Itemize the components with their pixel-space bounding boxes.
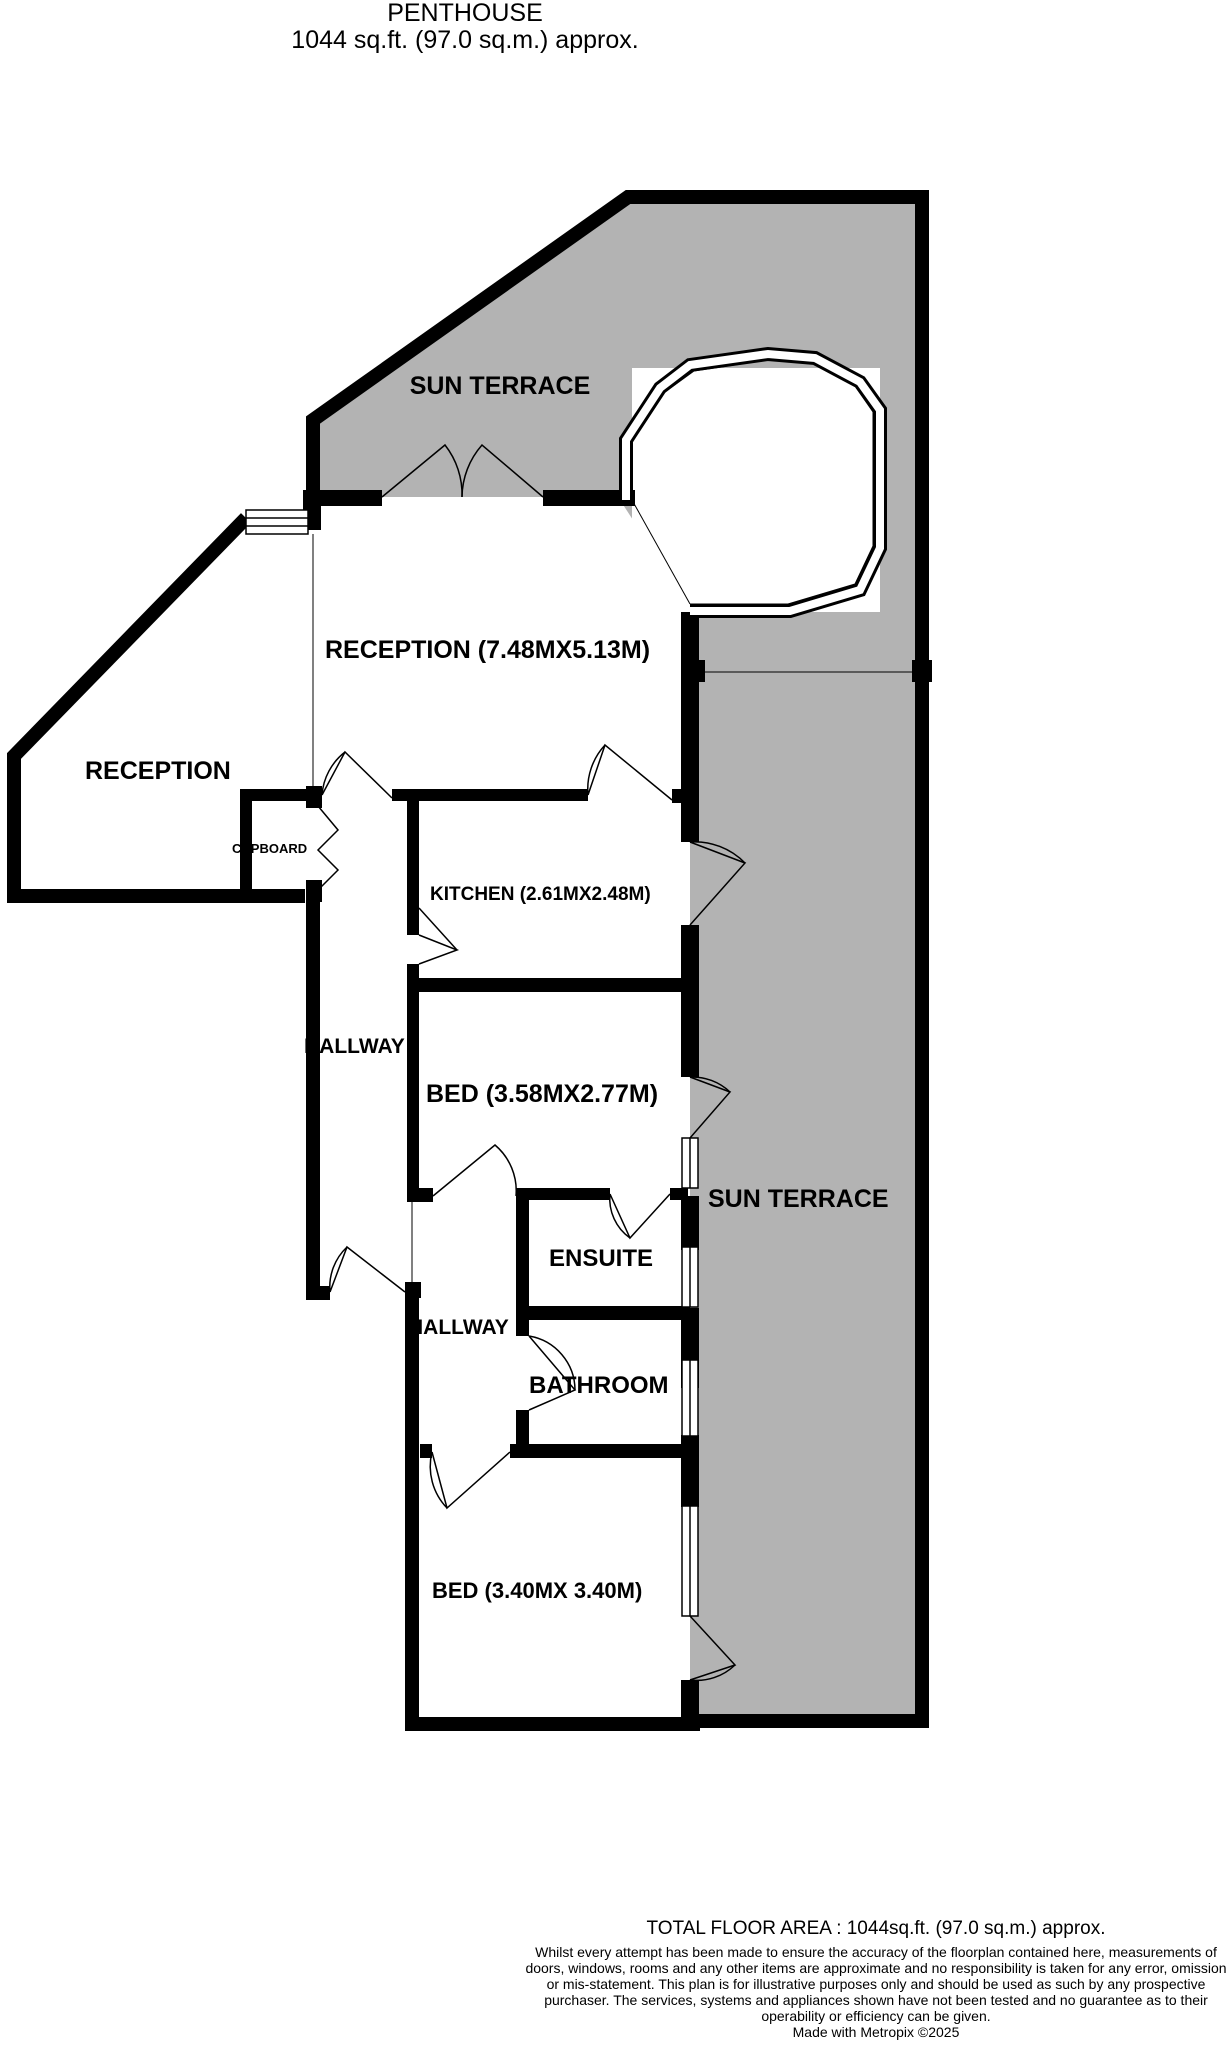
bed1-post [407,1188,433,1202]
made-with-credit: Made with Metropix ©2025 [792,2024,960,2040]
cupboard-west-wall [240,789,252,901]
outer-walls [7,190,929,1731]
east-wall-f [681,1680,699,1724]
total-floor-area: TOTAL FLOOR AREA : 1044sq.ft. (97.0 sq.m… [646,1918,1106,1939]
floor-name: PENTHOUSE [387,0,543,27]
kitchen-west-post [407,964,419,982]
kitchen-door-post [672,789,692,803]
label-bed-2: BED (3.40MX 3.40M) [432,1578,642,1603]
ensuite-door [609,1193,671,1240]
terrace-east-post [912,660,932,682]
hallway-east-post [306,1286,330,1300]
glazed-pavilion [619,346,912,673]
east-wall-post [681,660,705,682]
south-bed-wall [405,1290,700,1731]
cupboard-top-wall [240,789,318,801]
bed2-west-post [420,1444,432,1458]
label-kitchen: KITCHEN (2.61MX2.48M) [430,884,651,905]
label-sun-terrace-top: SUN TERRACE [410,372,591,400]
bathroom-west-post [516,1410,529,1450]
hallway-door [321,750,393,799]
cupboard-door-post [306,786,322,808]
terrace-boundary-wall [306,190,929,1728]
floor-area: 1044 sq.ft. (97.0 sq.m.) approx. [291,26,639,54]
west-window [245,509,309,535]
label-reception-side: RECEPTION [85,757,231,785]
label-reception-main: RECEPTION (7.48MX5.13M) [325,636,650,664]
terrace-areas [313,193,922,1721]
label-sun-terrace-side: SUN TERRACE [708,1185,889,1213]
bathroom-west-wall [516,1306,529,1336]
west-reception-wall [7,513,305,903]
bed1-west-wall [407,978,419,1200]
east-wall-b [681,925,699,1077]
terrace-french-door-right [461,443,544,498]
label-hallway-1: HALLWAY [304,1035,405,1058]
label-ensuite: ENSUITE [549,1245,653,1272]
kitchen-door [418,934,460,965]
plan-header: PENTHOUSE 1044 sq.ft. (97.0 sq.m.) appro… [0,0,930,54]
label-hallway-2: HALLWAY [408,1316,509,1339]
east-wall-a [681,612,699,842]
east-wall-c [681,1196,699,1250]
pavilion-floor [632,368,880,612]
reception-north-wall-right [543,490,635,506]
hallway2-post [405,1282,421,1298]
ensuite-south-wall [516,1306,690,1320]
kitchen-south-wall [407,978,691,992]
door-swings [312,443,747,1682]
ensuite-west-wall [516,1188,529,1318]
windows [245,509,699,1617]
disclaimer: Whilst every attempt has been made to en… [525,1944,1227,2024]
room-labels: SUN TERRACE RECEPTION (7.48MX5.13M) RECE… [85,372,889,1603]
interior-walls [240,490,932,1724]
bed1-door [432,1144,517,1197]
hallway-top-post [306,880,322,902]
cupboard-door [316,805,340,891]
bathroom-south-wall [510,1444,690,1458]
kitchen-north-wall [392,789,588,801]
label-bed-1: BED (3.58MX2.77M) [426,1080,658,1108]
plan-footer: TOTAL FLOOR AREA : 1044sq.ft. (97.0 sq.m… [520,1918,1232,2040]
reception-north-wall-left [306,490,382,506]
reception-kitchen-door [587,743,673,801]
kitchen-west-wall [407,795,419,935]
bed2-door [431,1451,511,1510]
label-bathroom: BATHROOM [529,1372,669,1399]
ensuite-door-post [670,1188,688,1200]
label-cupboard: CUPBOARD [232,841,307,856]
sun-terrace-side-area [690,670,922,1721]
ensuite-north-wall [516,1188,610,1200]
